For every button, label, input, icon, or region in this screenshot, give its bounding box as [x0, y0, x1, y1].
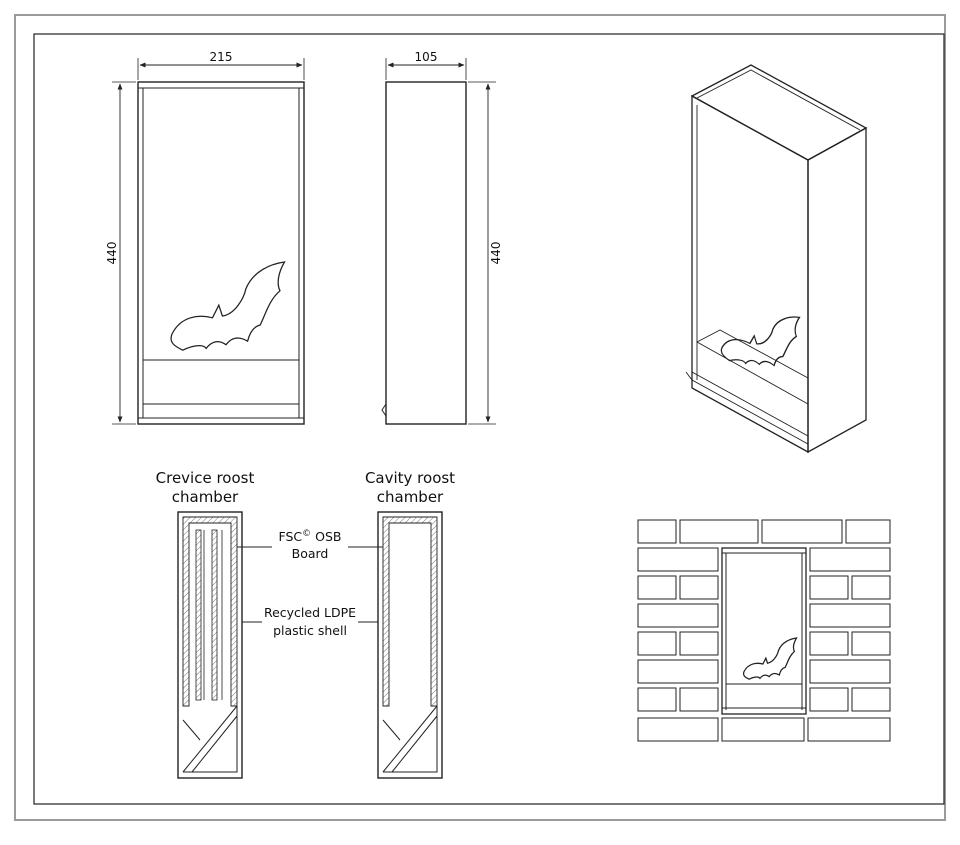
cavity-title-line2: chamber — [377, 488, 444, 506]
shell-callout-line1: Recycled LDPE — [264, 605, 356, 620]
board-callout-line2: Board — [292, 546, 329, 561]
cavity-roost-section: Cavity roost chamber — [365, 469, 455, 779]
front-view: 215 440 — [105, 50, 305, 425]
bat-silhouette-icon — [742, 637, 798, 680]
front-height-dimension: 440 — [105, 242, 119, 265]
board-callout-line1: FSC© OSB — [279, 529, 342, 544]
crevice-roost-section: Crevice roost chamber — [156, 469, 255, 779]
inner-frame — [33, 33, 945, 805]
cavity-title-line1: Cavity roost — [365, 469, 455, 487]
side-depth-dimension: 105 — [415, 50, 438, 64]
material-callouts: FSC© OSB Board Recycled LDPE plastic she… — [237, 529, 383, 638]
bat-silhouette-icon — [720, 297, 801, 379]
bat-silhouette-icon — [170, 261, 286, 351]
crevice-title-line2: chamber — [172, 488, 239, 506]
shell-callout-line2: plastic shell — [273, 623, 347, 638]
outer-frame — [14, 14, 946, 821]
brick-wall-installation-view — [637, 519, 891, 742]
side-height-dimension: 440 — [489, 242, 503, 265]
front-width-dimension: 215 — [210, 50, 233, 64]
side-view: 105 440 — [381, 50, 503, 425]
isometric-view — [685, 64, 868, 454]
crevice-title-line1: Crevice roost — [156, 469, 255, 487]
